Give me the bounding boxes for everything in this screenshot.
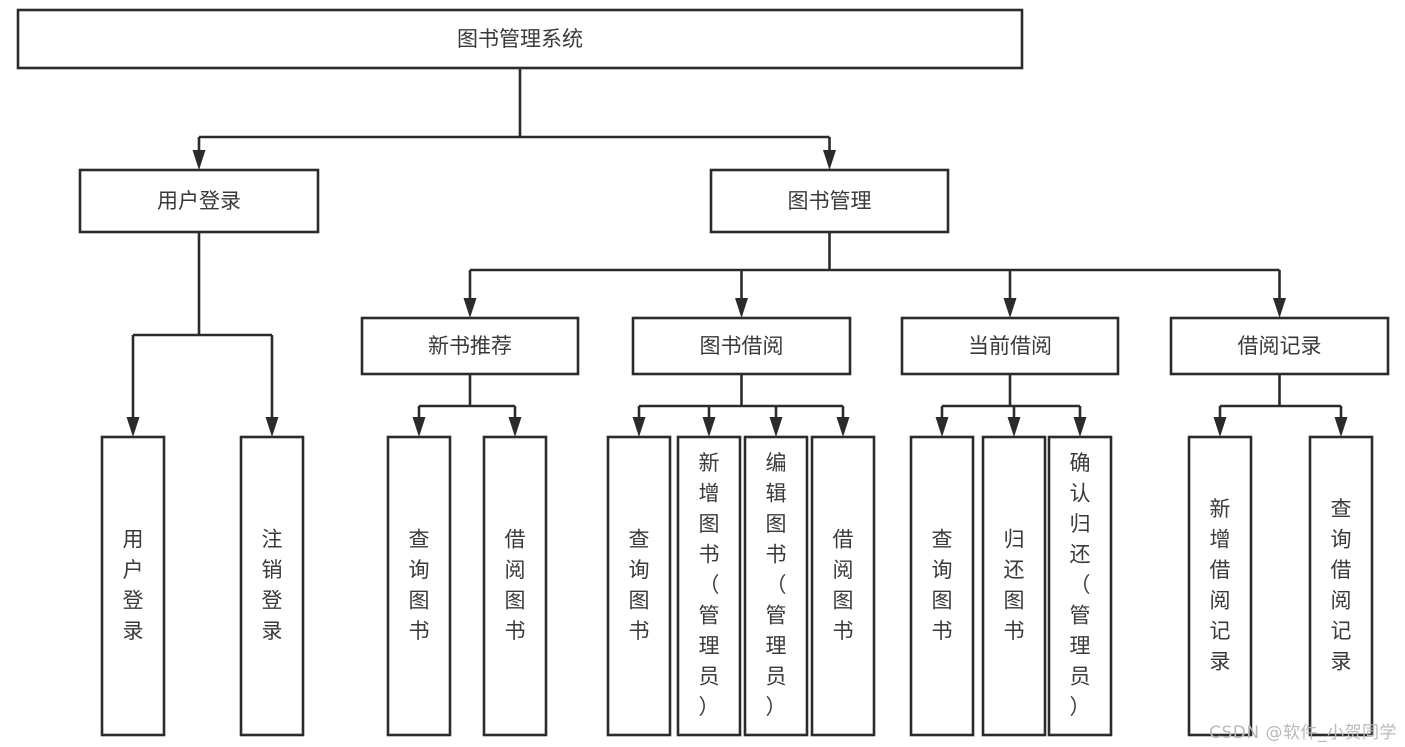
node-leaf-归还图书[interactable]: 归还图书 (981, 435, 1047, 737)
node-leaf-查询图书[interactable]: 查询图书 (386, 435, 452, 737)
arrow-head-icon (1003, 298, 1017, 318)
node-box (676, 435, 742, 737)
node-box (100, 435, 166, 737)
node-label: 图书管理系统 (457, 27, 583, 51)
node-box (1308, 435, 1374, 737)
node-box (631, 316, 852, 376)
node-label: 用户登录 (123, 527, 144, 643)
arrow-head-icon (1273, 298, 1286, 318)
node-label: 图书借阅 (700, 334, 784, 358)
node-leaf-确认归还管理员[interactable]: 确认归还（管理员） (1047, 435, 1113, 737)
arrow-head-icon (836, 417, 850, 437)
node-box (78, 168, 320, 234)
node-label: 查询图书 (629, 527, 650, 643)
node-leaf-查询图书[interactable]: 查询图书 (606, 435, 672, 737)
node-box (900, 316, 1120, 376)
node-label: 当前借阅 (968, 334, 1052, 358)
node-l3-当前借阅[interactable]: 当前借阅 (900, 316, 1120, 376)
arrow-head-icon (508, 417, 522, 437)
arrow-head-icon (823, 150, 836, 170)
node-box (386, 435, 452, 737)
node-box (810, 435, 876, 737)
node-leaf-借阅图书[interactable]: 借阅图书 (810, 435, 876, 737)
arrow-head-icon (735, 298, 748, 318)
node-l3-新书推荐[interactable]: 新书推荐 (360, 316, 580, 376)
arrow-head-icon (632, 417, 646, 437)
arrow-head-icon (1334, 417, 1348, 437)
node-leaf-借阅图书[interactable]: 借阅图书 (482, 435, 548, 737)
arrow-head-icon (769, 417, 783, 437)
node-l3-借阅记录[interactable]: 借阅记录 (1169, 316, 1390, 376)
node-label: 确认归还（管理员） (1070, 451, 1091, 719)
node-box (360, 316, 580, 376)
node-box (1169, 316, 1390, 376)
node-label: 图书管理 (788, 189, 872, 213)
connector-layer (126, 68, 1348, 437)
node-label: 注销登录 (262, 527, 283, 643)
node-leaf-新增借阅记录[interactable]: 新增借阅记录 (1187, 435, 1253, 737)
node-box (239, 435, 305, 737)
node-label: 借阅记录 (1238, 334, 1322, 358)
node-leaf-注销登录[interactable]: 注销登录 (239, 435, 305, 737)
node-label: 新增图书（管理员） (699, 451, 720, 719)
arrow-head-icon (463, 298, 477, 318)
node-box (1187, 435, 1253, 737)
node-l2-图书管理[interactable]: 图书管理 (709, 168, 950, 234)
arrow-head-icon (126, 417, 140, 437)
node-box (16, 8, 1024, 70)
node-leaf-编辑图书管理员[interactable]: 编辑图书（管理员） (743, 435, 809, 737)
node-layer: 图书管理系统用户登录图书管理新书推荐图书借阅当前借阅借阅记录用户登录注销登录查询… (16, 8, 1390, 737)
node-l2-用户登录[interactable]: 用户登录 (78, 168, 320, 234)
node-label: 用户登录 (157, 189, 241, 213)
node-root-图书管理系统[interactable]: 图书管理系统 (16, 8, 1024, 70)
node-label: 查询借阅记录 (1331, 497, 1352, 674)
arrow-head-icon (702, 417, 716, 437)
node-box (743, 435, 809, 737)
node-label: 编辑图书（管理员） (766, 451, 787, 719)
node-box (909, 435, 975, 737)
node-label: 查询图书 (409, 527, 430, 643)
node-box (1047, 435, 1113, 737)
arrow-head-icon (1073, 417, 1087, 437)
node-label: 借阅图书 (505, 527, 526, 643)
node-box (482, 435, 548, 737)
node-leaf-新增图书管理员[interactable]: 新增图书（管理员） (676, 435, 742, 737)
arrow-head-icon (192, 150, 206, 170)
arrow-head-icon (935, 417, 949, 437)
node-label: 新增借阅记录 (1210, 497, 1231, 674)
arrow-head-icon (1213, 417, 1227, 437)
arrow-head-icon (412, 417, 426, 437)
node-leaf-查询图书[interactable]: 查询图书 (909, 435, 975, 737)
node-box (981, 435, 1047, 737)
node-box (709, 168, 950, 234)
node-leaf-用户登录[interactable]: 用户登录 (100, 435, 166, 737)
node-label: 归还图书 (1004, 527, 1025, 643)
node-box (606, 435, 672, 737)
node-label: 查询图书 (932, 527, 953, 643)
arrow-head-icon (265, 417, 279, 437)
node-l3-图书借阅[interactable]: 图书借阅 (631, 316, 852, 376)
node-leaf-查询借阅记录[interactable]: 查询借阅记录 (1308, 435, 1374, 737)
arrow-head-icon (1007, 417, 1021, 437)
node-label: 借阅图书 (833, 527, 854, 643)
node-label: 新书推荐 (428, 334, 512, 358)
